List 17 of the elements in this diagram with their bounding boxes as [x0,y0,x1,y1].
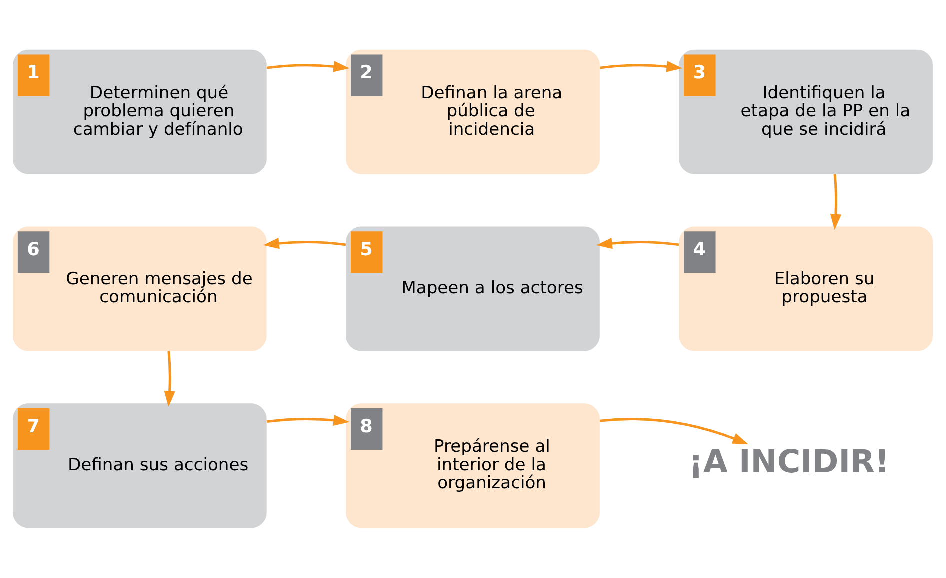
node-box: 4 Elaboren su propuesta [679,226,933,352]
arrow [830,174,842,230]
arrow [263,238,346,250]
node-box: 1 Determinen qué problema quieren cambiar y defínanlo [13,50,267,174]
node-text: ¡A INCIDIR! [688,444,890,480]
arrow [600,418,749,445]
node-box: 3 Identifiquen la etapa de la PP en la que se incidirá [679,50,933,174]
node-box: 6 Generen mensajes de comunicación [13,226,267,352]
arrow [164,351,176,408]
arrow [266,61,350,72]
node-box: 7 Definan sus acciones [13,404,267,528]
node-box: 8 Prepárense al interior de la organización [346,404,600,528]
node-box: 5 Mapeen a los actores [346,226,600,352]
arrow [266,414,350,426]
arrow [596,238,680,250]
node-box: 2 Definan la arena pública de incidencia [346,50,600,174]
arrow [600,61,683,72]
